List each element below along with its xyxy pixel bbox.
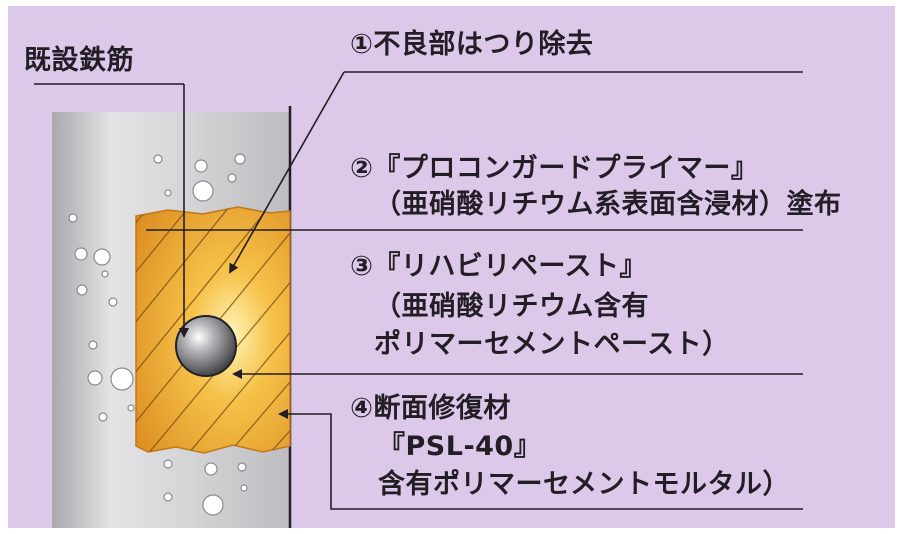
step-1-label: ①不良部はつり除去 — [350, 29, 594, 60]
rebar-label: 既設鉄筋 — [24, 45, 134, 76]
step-3-title: ③『リハビリペースト』 — [350, 251, 648, 282]
step-2-detail: （亜硝酸リチウム系表面含浸材）塗布 — [374, 189, 842, 220]
step-4-product: 『PSL-40』 — [378, 431, 542, 462]
cross-section-drawing — [34, 71, 803, 528]
diagram-frame: 既設鉄筋 ①不良部はつり除去 ②『プロコンガードプライマー』 （亜硝酸リチウム系… — [8, 6, 895, 528]
step-3-detail-2: ポリマーセメントペースト） — [374, 329, 730, 360]
rebar — [175, 315, 237, 377]
step-4-detail: 含有ポリマーセメントモルタル） — [378, 469, 790, 500]
step-4-title: ④断面修復材 — [350, 393, 511, 424]
leader-lines — [34, 71, 803, 510]
concrete-voids — [68, 153, 248, 516]
step-3-detail-1: （亜硝酸リチウム含有 — [374, 291, 649, 322]
step-2-title: ②『プロコンガードプライマー』 — [350, 153, 759, 184]
